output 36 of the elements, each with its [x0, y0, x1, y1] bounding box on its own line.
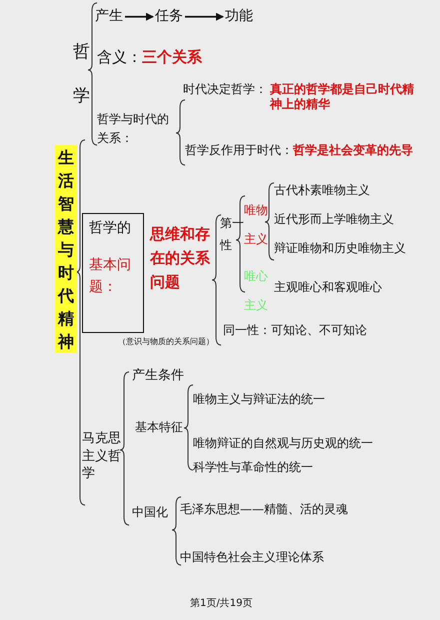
- label: 近代形而上学唯物主义: [274, 212, 394, 227]
- label: 毛泽东思想——精髓、活的灵魂: [180, 502, 348, 517]
- label: 中国化: [132, 505, 168, 520]
- label: 主观唯心和客观唯心: [274, 280, 382, 295]
- flow-step: 功能: [225, 8, 253, 26]
- heading: 马克思主义哲学: [82, 430, 122, 483]
- label: 唯物主义与辩证法的统一: [193, 392, 325, 407]
- question-box: [82, 213, 144, 333]
- label: 哲学与时代的关系：: [97, 111, 170, 148]
- label: 哲学反作用于时代：: [185, 143, 293, 158]
- box-text: 基本问题：: [89, 256, 132, 298]
- label: 中国特色社会主义理论体系: [180, 550, 324, 565]
- label: 同一性：可知论、不可知论: [223, 323, 367, 338]
- box-heading: 哲学的: [89, 220, 131, 238]
- highlight-text: 三个关系: [142, 48, 202, 67]
- label: 时代决定哲学：: [183, 82, 267, 97]
- note: （意识与物质的关系问题）: [118, 337, 214, 347]
- label: 唯物辩证的自然观与历史观的统一: [193, 436, 373, 451]
- highlight-text: 唯心主义: [244, 268, 269, 314]
- highlight-text: 思维和存在的关系问题: [150, 224, 211, 293]
- flow-step: 产生: [95, 8, 123, 26]
- arrow: [125, 12, 154, 21]
- highlight-text: 唯物主义: [244, 202, 269, 248]
- highlight-text: 哲学是社会变革的先导: [293, 143, 413, 158]
- label: 古代朴素唯物主义: [274, 183, 370, 198]
- label: 产生条件: [132, 368, 184, 384]
- page-number: 第1页/共19页: [190, 598, 252, 610]
- heading: 哲学: [73, 41, 91, 108]
- label: 含义：: [97, 48, 142, 67]
- flow-step: 任务: [155, 8, 183, 26]
- title-band: 生活智慧与时代精神: [55, 145, 77, 353]
- highlight-text: 真正的哲学都是自己时代精神上的精华: [270, 82, 415, 112]
- arrow: [185, 12, 224, 21]
- label: 科学性与革命性的统一: [193, 460, 313, 475]
- label: 辩证唯物和历史唯物主义: [274, 241, 406, 256]
- label: 基本特征: [135, 420, 183, 435]
